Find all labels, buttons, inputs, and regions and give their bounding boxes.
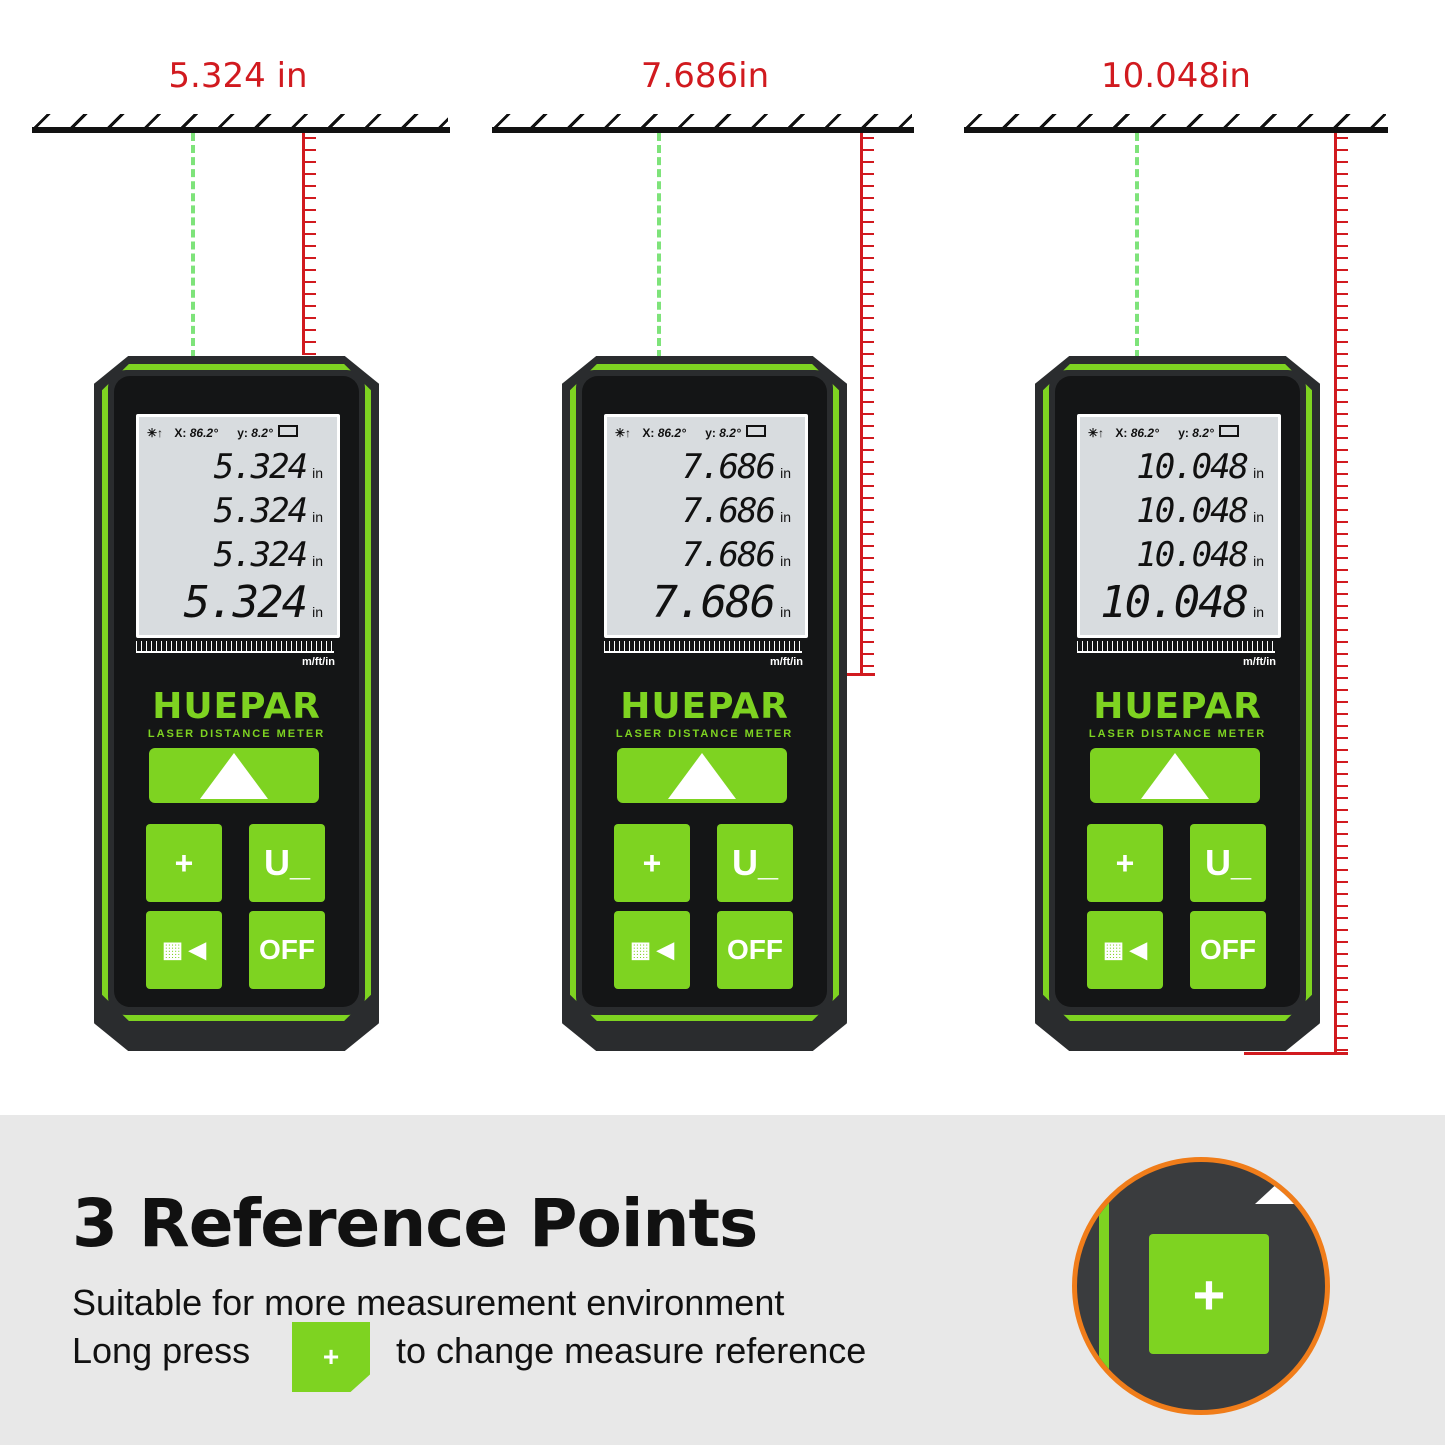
reference-plus-icon: +	[1149, 1234, 1269, 1354]
laser-icon	[1141, 752, 1209, 799]
ruler-ticks-1	[302, 137, 316, 355]
reference-button[interactable]: +	[146, 824, 222, 902]
scale-bar	[136, 641, 334, 653]
illustration-area: 5.324 in 7.686in 10.048in ✳↑ X: 86.2° y:…	[32, 56, 1388, 1055]
laser-button[interactable]	[149, 748, 319, 803]
laser-button[interactable]	[1090, 748, 1260, 803]
brand-logo: HUEPAR	[152, 686, 321, 727]
laser-ref-icon: ✳↑	[615, 426, 632, 440]
off-button[interactable]: OFF	[717, 911, 793, 989]
unit-button[interactable]: U_	[249, 824, 325, 902]
ruler-base-3	[1244, 1052, 1348, 1055]
zoomed-reference-button-callout: +	[1072, 1157, 1330, 1415]
reference-plus-icon: +	[1115, 844, 1135, 881]
reference-button[interactable]: +	[614, 824, 690, 902]
ruler-ticks-2	[860, 137, 874, 675]
measurement-label-3: 10.048in	[1101, 56, 1251, 96]
ruler-base-2	[845, 673, 875, 676]
laser-button[interactable]	[617, 748, 787, 803]
scale-bar	[1077, 641, 1275, 653]
ceiling-hatch-2	[494, 114, 912, 128]
ceiling-line-3	[964, 127, 1388, 133]
grid-sound-icon: ▦ ◀	[1103, 937, 1147, 962]
laser-icon	[668, 752, 736, 799]
laser-ref-icon: ✳↑	[147, 426, 164, 440]
feature-line-2-suffix: to change measure reference	[396, 1330, 867, 1371]
ceiling-hatch-3	[966, 114, 1386, 128]
reference-button-inline-icon: +	[292, 1322, 370, 1392]
brand-logo: HUEPAR	[620, 686, 789, 727]
laser-beam-3	[1135, 133, 1143, 358]
measurement-label-2: 7.686in	[640, 56, 770, 96]
reference-plus-icon: +	[174, 844, 194, 881]
scale-bar	[604, 641, 802, 653]
ceiling-line-2	[492, 127, 914, 133]
battery-icon	[278, 425, 299, 437]
ruler-ticks-3	[1334, 137, 1348, 1055]
ceiling-hatch-1	[34, 114, 448, 128]
laser-icon	[200, 752, 268, 799]
off-button[interactable]: OFF	[249, 911, 325, 989]
mode-sound-button[interactable]: ▦ ◀	[1087, 911, 1163, 989]
battery-icon	[1219, 425, 1240, 437]
battery-icon	[746, 425, 767, 437]
reference-button[interactable]: +	[1087, 824, 1163, 902]
laser-beam-2	[657, 133, 665, 358]
laser-ref-icon: ✳↑	[1088, 426, 1105, 440]
measurement-label-1: 5.324 in	[168, 56, 308, 96]
unit-button[interactable]: U_	[1190, 824, 1266, 902]
mode-sound-button[interactable]: ▦ ◀	[614, 911, 690, 989]
unit-button[interactable]: U_	[717, 824, 793, 902]
grid-sound-icon: ▦ ◀	[630, 937, 674, 962]
mode-sound-button[interactable]: ▦ ◀	[146, 911, 222, 989]
reference-plus-icon: +	[642, 844, 662, 881]
laser-icon	[1255, 1180, 1307, 1204]
feature-title: 3 Reference Points	[72, 1185, 758, 1262]
brand-logo: HUEPAR	[1093, 686, 1262, 727]
off-button[interactable]: OFF	[1190, 911, 1266, 989]
grid-sound-icon: ▦ ◀	[162, 937, 206, 962]
feature-line-1: Suitable for more measurement environmen…	[72, 1282, 785, 1323]
laser-beam-1	[191, 133, 199, 358]
ceiling-line-1	[32, 127, 450, 133]
feature-line-2-prefix: Long press	[72, 1330, 251, 1371]
